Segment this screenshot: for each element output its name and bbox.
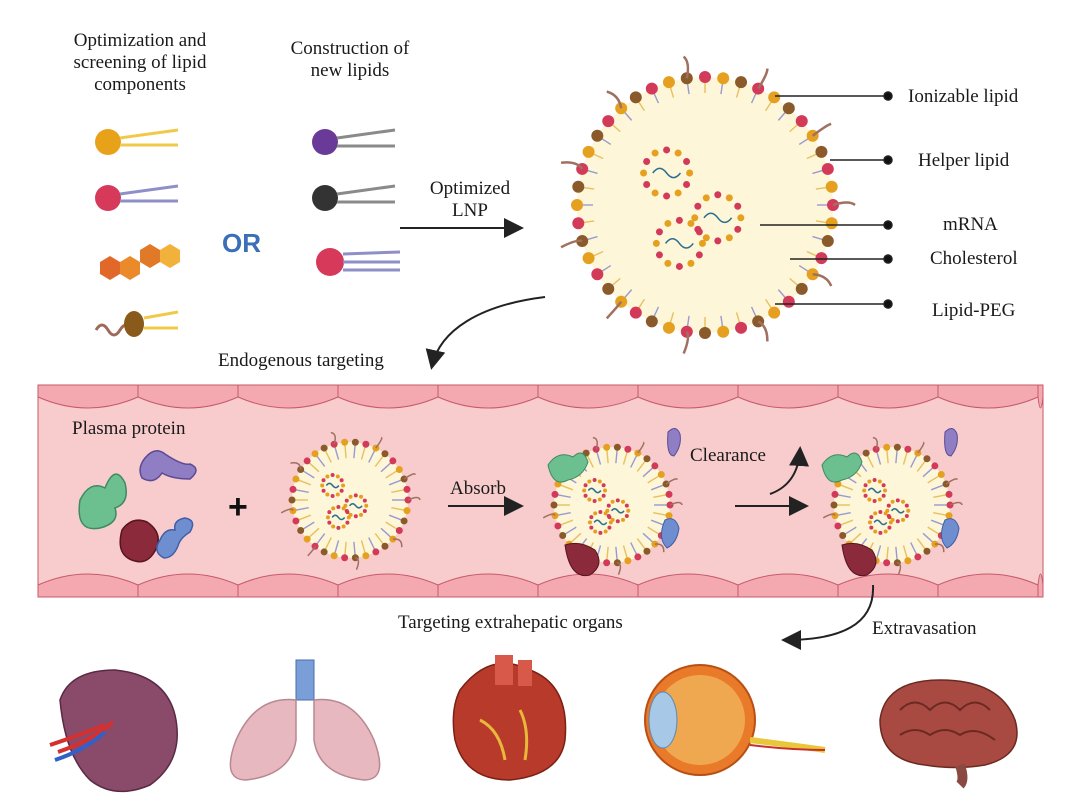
brain-icon [879, 679, 1018, 789]
col1-title-line3: components [94, 74, 186, 95]
lnp-naked [280, 431, 421, 570]
corona-proteins-1 [547, 428, 681, 577]
new-lipid-purple-icon [312, 128, 396, 155]
col2-title: Construction of new lipids [260, 38, 440, 82]
lnp-large [560, 55, 856, 354]
helper-lipid-icon [95, 184, 179, 211]
helper-lipid-label: Helper lipid [918, 150, 1010, 171]
corona-proteins-2 [821, 428, 960, 577]
plus-sign: + [228, 488, 248, 526]
clearance-arrow [769, 446, 810, 495]
extravasation-arrow [781, 584, 875, 650]
col2-title-line2: new lipids [310, 60, 390, 81]
endogenous-targeting-label: Endogenous targeting [218, 350, 384, 371]
optimized-lnp-line1: Optimized [429, 178, 511, 199]
lipid-peg-icon [94, 310, 179, 337]
eye-icon [644, 664, 826, 776]
new-lipid-black-icon [312, 184, 396, 211]
plasma-protein-label: Plasma protein [72, 418, 186, 439]
mrna-label: mRNA [943, 214, 998, 235]
ionizable-lipid-label: Ionizable lipid [908, 86, 1019, 107]
optimized-lnp-line2: LNP [452, 200, 488, 221]
cholesterol-label: Cholesterol [930, 248, 1018, 269]
col1-title: Optimization and screening of lipid comp… [40, 30, 240, 96]
col2-title-line1: Construction of [290, 38, 410, 59]
heart-icon [452, 655, 567, 781]
absorb-label: Absorb [450, 478, 506, 499]
lnp-label-leaders [760, 91, 893, 309]
col1-title-line2: screening of lipid [73, 52, 207, 73]
col1-title-line1: Optimization and [73, 30, 207, 51]
new-lipid-triple-tail-icon [316, 248, 401, 276]
clearance-label: Clearance [690, 445, 766, 466]
targeting-organs-label: Targeting extrahepatic organs [398, 612, 623, 633]
ionizable-lipid-icon [95, 128, 179, 155]
cholesterol-icon [100, 244, 180, 280]
plasma-proteins [78, 450, 197, 563]
lungs-icon [229, 659, 381, 781]
extravasation-label: Extravasation [872, 618, 977, 639]
spleen-icon [49, 669, 178, 793]
optimized-lnp-label: Optimized LNP [405, 178, 535, 222]
endogenous-arrow [425, 296, 546, 370]
lipid-peg-label: Lipid-PEG [932, 300, 1016, 321]
or-label: OR [222, 228, 261, 258]
